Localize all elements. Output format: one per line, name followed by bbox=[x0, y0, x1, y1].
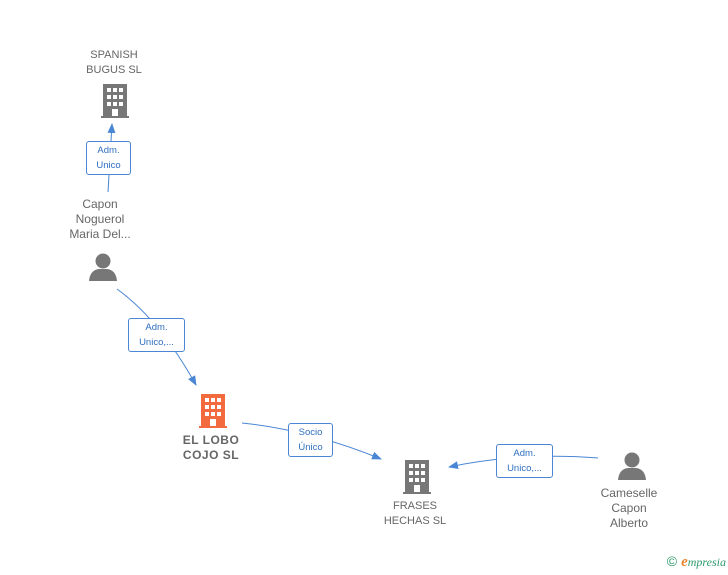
edge-label-capon-to-spanish[interactable]: Adm. Unico bbox=[86, 141, 131, 175]
edge-label-cameselle-to-frases[interactable]: Adm. Unico,... bbox=[496, 444, 553, 478]
company-label-spanish-bugus[interactable]: SPANISH BUGUS SL bbox=[86, 49, 142, 76]
person-icon[interactable] bbox=[89, 253, 117, 282]
building-icon[interactable] bbox=[101, 84, 129, 118]
edge-label-lobo-to-frases[interactable]: Socio Único bbox=[288, 423, 333, 457]
person-label-capon-noguerol[interactable]: Capon Noguerol Maria Del... bbox=[69, 197, 131, 241]
company-label-frases-hechas[interactable]: FRASES HECHAS SL bbox=[383, 500, 447, 527]
edge-label-capon-to-lobo[interactable]: Adm. Unico,... bbox=[128, 318, 185, 352]
brand-logo-text: mpresia bbox=[687, 555, 726, 569]
brand-footer: ©empresia bbox=[667, 553, 726, 571]
brand-logo-e: e bbox=[681, 554, 688, 570]
copyright-icon: © bbox=[666, 553, 678, 569]
person-icon[interactable] bbox=[618, 452, 646, 481]
company-label-el-lobo-cojo[interactable]: EL LOBO COJO SL bbox=[182, 433, 240, 462]
person-label-cameselle[interactable]: Cameselle Capon Alberto bbox=[600, 486, 658, 530]
building-icon[interactable] bbox=[199, 394, 227, 428]
building-icon[interactable] bbox=[403, 460, 431, 494]
